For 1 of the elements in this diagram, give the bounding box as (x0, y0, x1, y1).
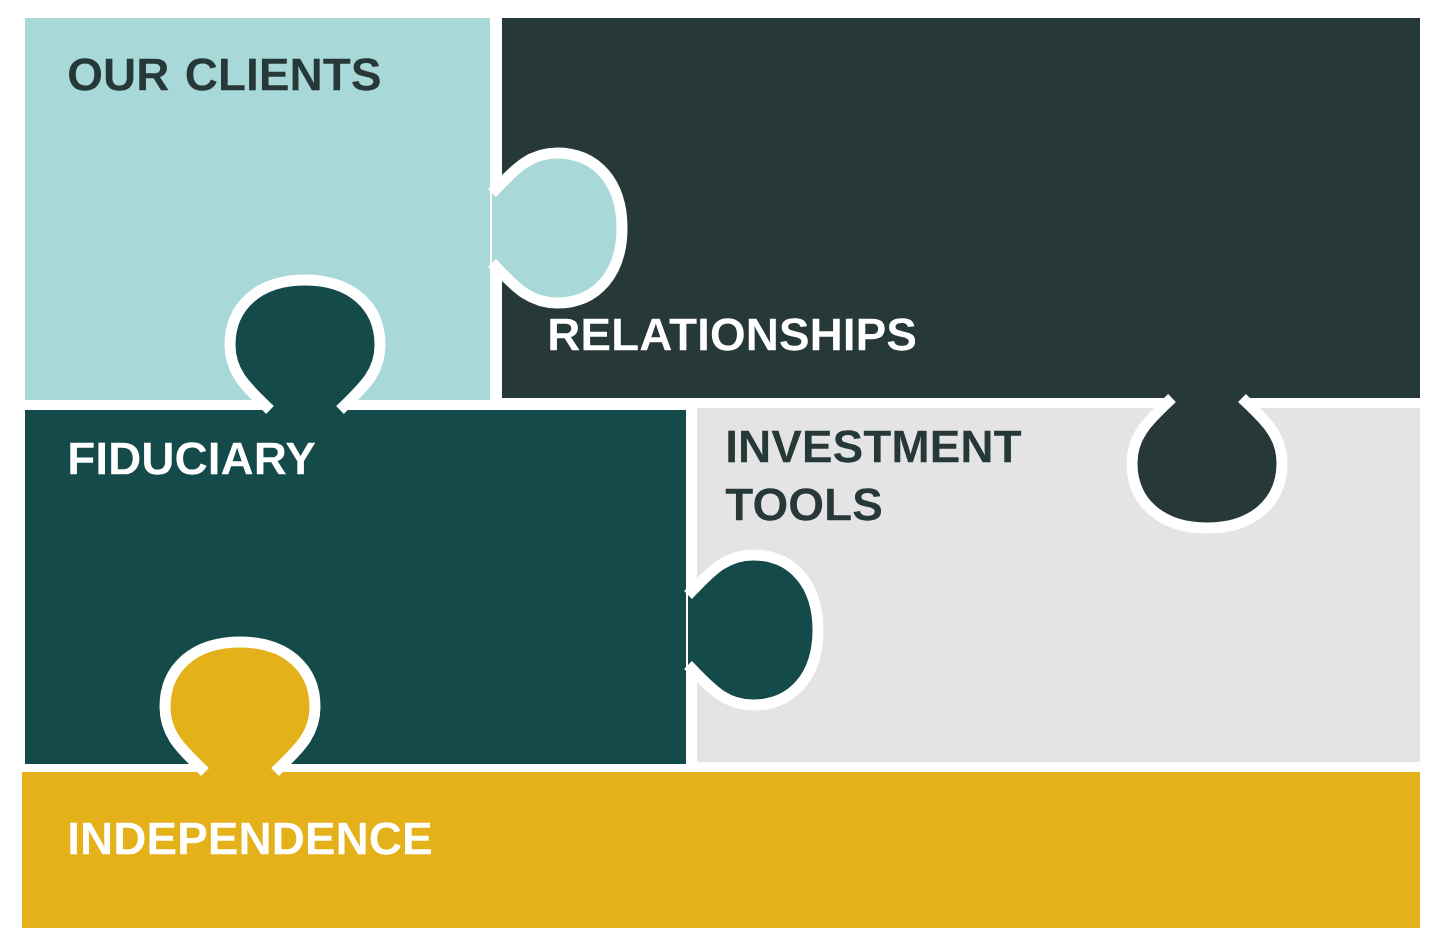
puzzle-piece: INDEPENDENCE (22, 636, 1420, 928)
